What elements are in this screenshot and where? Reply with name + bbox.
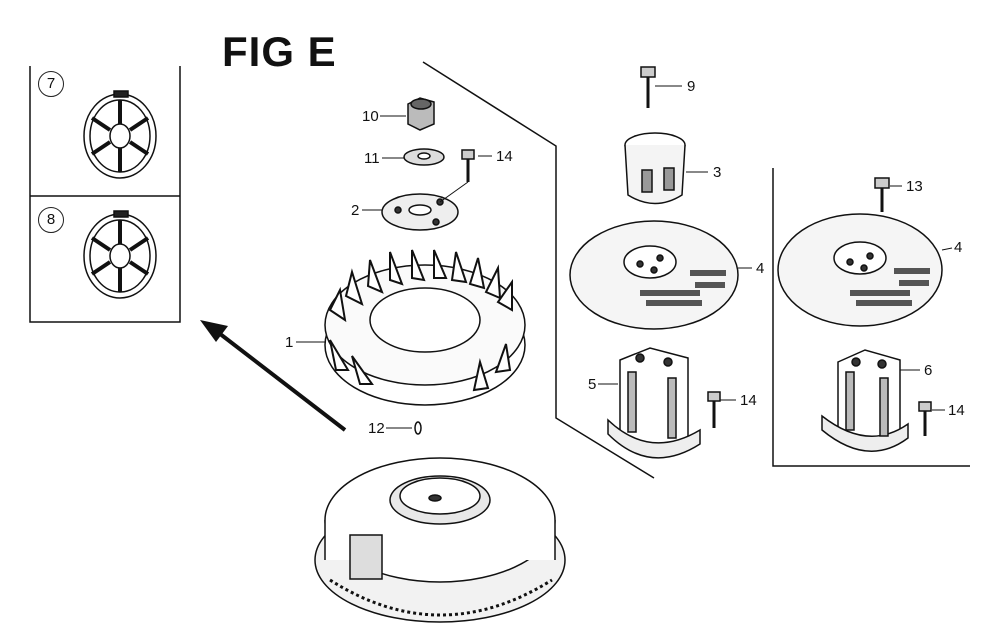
flywheel-drawing — [314, 457, 566, 623]
bracket-6-drawing — [821, 349, 909, 452]
callout-3: 3 — [713, 164, 722, 181]
screen-4-center-drawing — [569, 220, 739, 330]
pulley-7-drawing — [83, 90, 157, 179]
callout-14-center: 14 — [740, 392, 757, 409]
callout-4-center: 4 — [756, 260, 765, 277]
pulley-8-drawing — [83, 210, 157, 299]
bolt-14-upper-drawing — [439, 149, 475, 203]
callout-2: 2 — [351, 202, 360, 219]
assembly-arrow — [200, 320, 347, 432]
callout-11: 11 — [364, 150, 380, 167]
kit-bracket-center — [422, 61, 655, 479]
screen-4-right-drawing — [777, 213, 943, 327]
callout-8: 8 — [38, 207, 64, 233]
leader-lines — [296, 85, 953, 429]
bolt-13-drawing — [874, 177, 890, 212]
callout-12: 12 — [368, 420, 385, 437]
inset-box-frame — [29, 66, 181, 323]
fan-1-drawing — [324, 249, 526, 406]
bolt-14-center-drawing — [707, 391, 721, 428]
washer-11-drawing — [403, 148, 445, 166]
callout-9: 9 — [687, 78, 696, 95]
plate-2-drawing — [381, 193, 459, 231]
bolt-14-right-drawing — [918, 401, 932, 436]
collar-3-drawing — [624, 132, 686, 205]
callout-10: 10 — [362, 108, 379, 125]
callout-5: 5 — [588, 376, 597, 393]
figure-title: FIG E — [222, 28, 337, 75]
callout-14-upper: 14 — [496, 148, 513, 165]
callout-6: 6 — [924, 362, 933, 379]
callout-13: 13 — [906, 178, 923, 195]
callout-14-right: 14 — [948, 402, 965, 419]
kit-bracket-right — [772, 168, 970, 467]
nut-10-drawing — [407, 97, 435, 131]
callout-1: 1 — [285, 334, 294, 351]
callout-4-right: 4 — [954, 239, 963, 256]
callout-7: 7 — [38, 71, 64, 97]
bracket-5-drawing — [607, 347, 701, 459]
bolt-9-drawing — [640, 66, 656, 108]
key-12-drawing — [414, 421, 422, 435]
